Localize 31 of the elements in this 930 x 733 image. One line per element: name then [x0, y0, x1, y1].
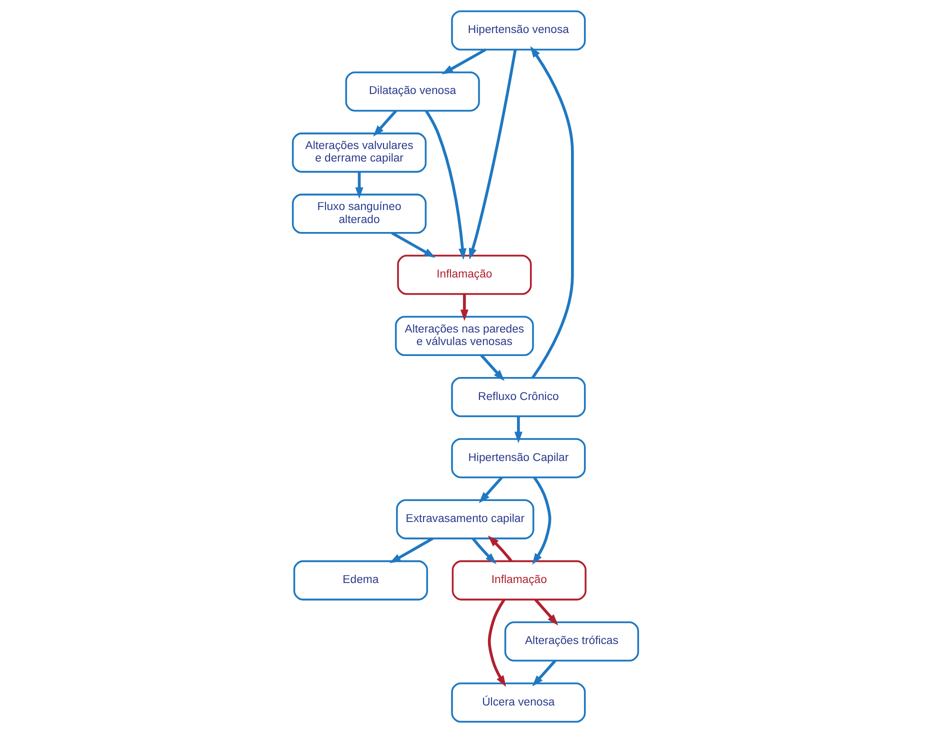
arrow — [478, 476, 502, 504]
node-box: Edema — [292, 560, 428, 600]
node-box: Alterações tróficas — [504, 621, 639, 662]
arrow — [424, 110, 466, 260]
arrow — [532, 660, 556, 687]
node-box: Alterações nas paredes e válvulas venosas — [394, 316, 534, 356]
node-box: Alterações valvulares e derrame capilar — [291, 132, 426, 173]
node-box: Extravasamento capilar — [396, 499, 534, 540]
arrow — [471, 538, 496, 564]
arrow — [390, 232, 435, 258]
arrow — [354, 172, 363, 199]
node-box: Hipertensão venosa — [450, 10, 586, 50]
node-box: Hipertensão Capilar — [450, 438, 586, 478]
arrow — [532, 476, 551, 565]
node-box: Dilatação venosa — [344, 71, 480, 112]
arrow — [480, 354, 504, 381]
node-box: Inflamação — [396, 254, 532, 295]
arrow — [530, 46, 574, 379]
arrow — [460, 294, 468, 321]
arrow — [487, 598, 506, 687]
arrow — [514, 416, 522, 444]
arrow — [372, 110, 397, 137]
arrow — [534, 598, 558, 626]
node-box: Refluxo Crônico — [450, 376, 586, 418]
node-box: Fluxo sanguíneo alterado — [291, 194, 426, 234]
node-box: Úlcera venosa — [450, 682, 586, 723]
arrow — [487, 536, 512, 562]
arrow — [468, 49, 516, 260]
arrow — [441, 48, 486, 74]
arrow — [388, 537, 433, 564]
node-box: Inflamação — [451, 560, 586, 600]
